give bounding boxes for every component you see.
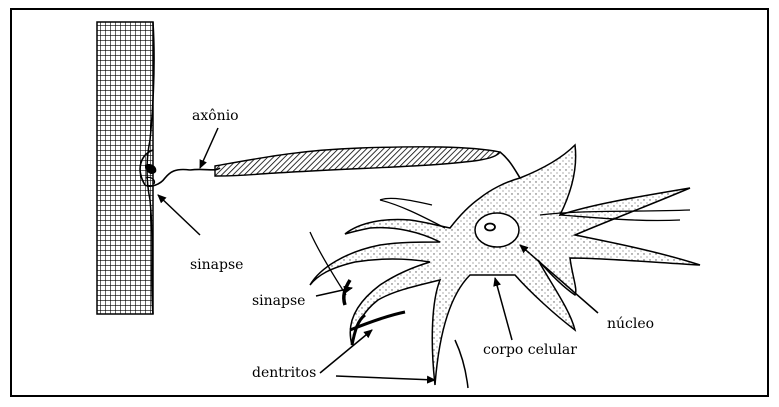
arrow-sinapse-bottom bbox=[316, 288, 352, 296]
label-corpo-celular: corpo celular bbox=[483, 342, 577, 358]
arrow-sinapse-top bbox=[158, 195, 200, 235]
label-dentritos: dentritos bbox=[252, 365, 316, 381]
label-nucleo: núcleo bbox=[607, 316, 654, 332]
arrow-corpo-celular bbox=[495, 278, 512, 340]
arrow-axonio bbox=[200, 128, 218, 168]
arrow-dentritos-2 bbox=[336, 376, 435, 380]
axon bbox=[190, 147, 520, 178]
arrow-dentritos-1 bbox=[320, 330, 372, 373]
label-sinapse-bottom: sinapse bbox=[252, 293, 305, 309]
nucleus bbox=[475, 213, 519, 247]
label-sinapse-top: sinapse bbox=[190, 257, 243, 273]
muscle-fiber bbox=[97, 22, 154, 314]
label-axonio: axônio bbox=[192, 108, 239, 124]
